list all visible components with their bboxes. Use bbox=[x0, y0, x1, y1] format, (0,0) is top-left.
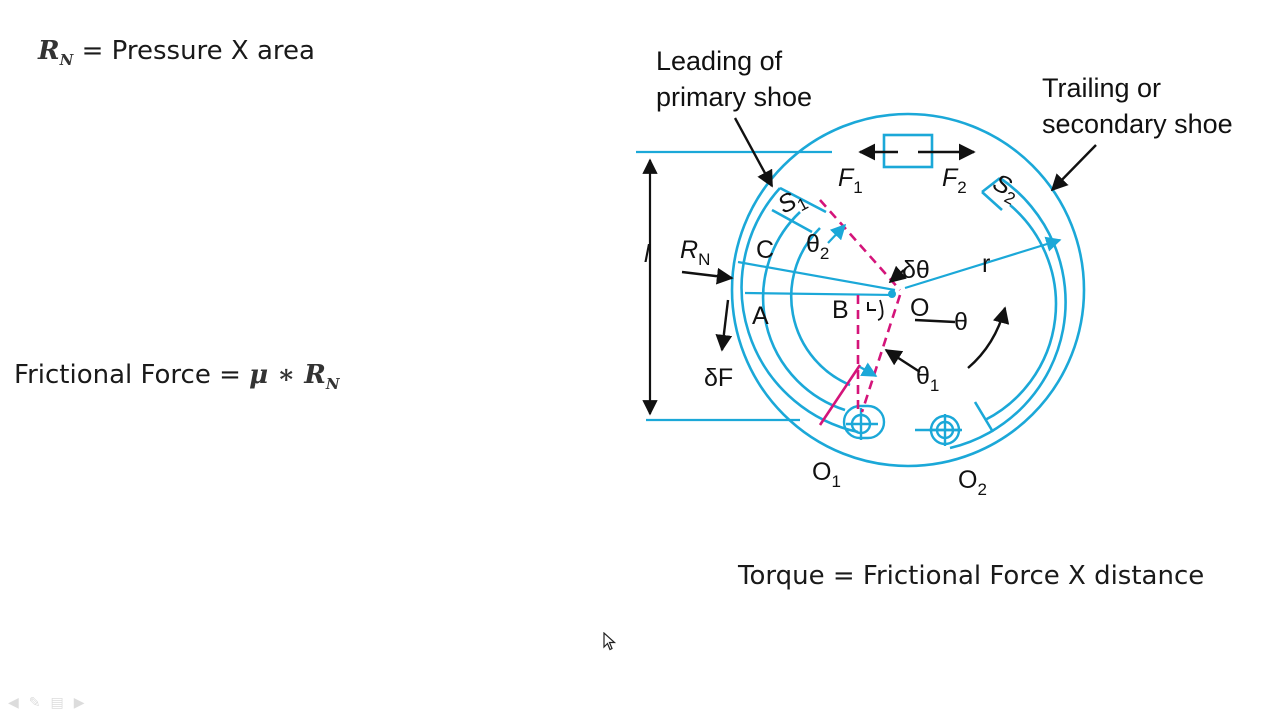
b-label: B bbox=[832, 296, 849, 324]
theta2-label: θ2 bbox=[806, 230, 829, 263]
l-label: l bbox=[644, 240, 651, 268]
mouse-cursor-icon bbox=[603, 632, 617, 651]
pivot-o2 bbox=[929, 414, 961, 446]
theta1-label: θ1 bbox=[916, 362, 939, 395]
multiply-operator: ∗ bbox=[268, 360, 305, 390]
leading-label-line1: Leading of bbox=[656, 46, 783, 76]
brake-shoe-diagram: Leading of primary shoe Trailing or seco… bbox=[636, 46, 1233, 499]
pen-icon[interactable]: ✎ bbox=[28, 694, 41, 710]
trailing-label-line2: secondary shoe bbox=[1042, 109, 1233, 139]
frictional-force-equation: Frictional Force = μ ∗ RN bbox=[14, 360, 340, 393]
drum bbox=[730, 112, 1086, 468]
rn-symbol: RN bbox=[38, 36, 74, 70]
mu-symbol: μ bbox=[249, 360, 269, 390]
leading-label-line2: primary shoe bbox=[656, 82, 812, 112]
center-o bbox=[867, 290, 896, 321]
o2-label: O2 bbox=[958, 466, 987, 499]
a-label: A bbox=[752, 302, 769, 330]
angle-arrows bbox=[827, 223, 878, 377]
pivot-o1 bbox=[842, 404, 886, 440]
rn-symbol: RN bbox=[304, 360, 340, 394]
primary-shoe bbox=[740, 186, 859, 434]
o1-label: O1 bbox=[812, 458, 841, 491]
f1-label: F1 bbox=[838, 164, 863, 197]
slide-controls[interactable]: ◀ ✎ ▤ ▶ bbox=[8, 694, 85, 711]
menu-icon[interactable]: ▤ bbox=[50, 694, 64, 710]
dtheta-label: δθ bbox=[902, 256, 930, 284]
radius-lines bbox=[737, 236, 1062, 297]
dashed-construction-lines bbox=[819, 199, 902, 413]
previous-slide-icon[interactable]: ◀ bbox=[8, 694, 19, 710]
dimension-l bbox=[636, 150, 832, 422]
trailing-label-line1: Trailing or bbox=[1042, 73, 1161, 103]
pivot-line bbox=[818, 364, 862, 426]
normal-reaction-text: = Pressure X area bbox=[73, 36, 315, 66]
normal-reaction-equation: RN = Pressure X area bbox=[38, 36, 315, 69]
f2-label: F2 bbox=[942, 164, 967, 197]
rn-label: RN bbox=[680, 236, 710, 269]
r-label: r bbox=[982, 250, 990, 278]
black-arrows bbox=[681, 117, 1097, 374]
o-label: O bbox=[910, 294, 929, 322]
c-label: C bbox=[756, 236, 774, 264]
next-slide-icon[interactable]: ▶ bbox=[73, 694, 85, 710]
torque-equation: Torque = Frictional Force X distance bbox=[738, 561, 1205, 591]
frictional-force-text: Frictional Force = bbox=[14, 360, 250, 390]
secondary-shoe bbox=[915, 176, 1067, 450]
theta-label: θ bbox=[954, 308, 968, 336]
df-label: δF bbox=[704, 364, 733, 392]
